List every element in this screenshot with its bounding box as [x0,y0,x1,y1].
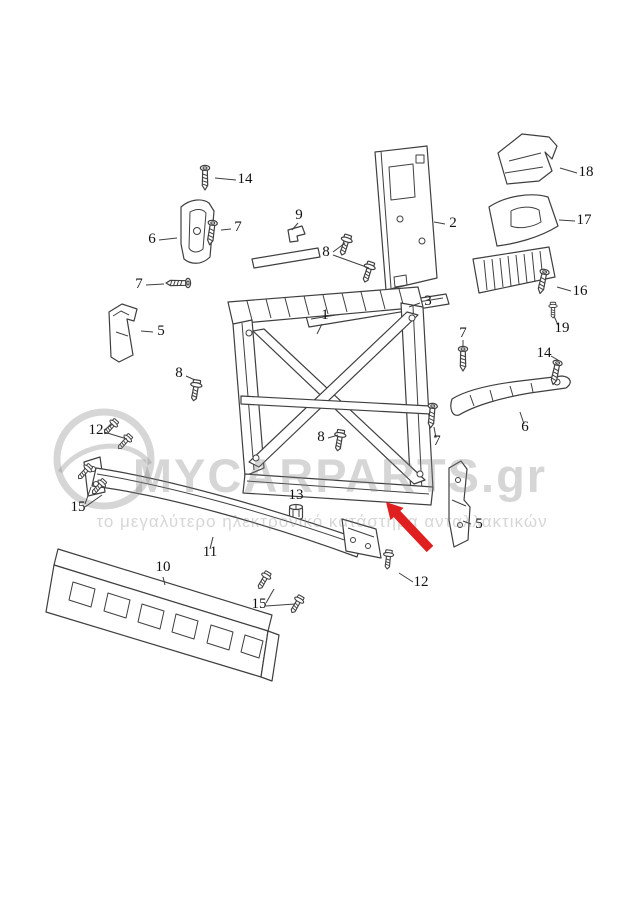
part-label-14-top: 14 [238,171,254,187]
part-17-cover [472,194,559,294]
leader-line [553,315,559,326]
part-10-crash-beam [45,548,280,682]
part-label-13: 13 [289,487,304,503]
part-label-8-mid-left: 8 [175,365,183,381]
leader-line [162,576,166,586]
part-label-7-upper-left: 7 [234,219,242,235]
leader-line [291,222,299,231]
part-label-1: 1 [321,307,329,323]
part-label-9: 9 [295,207,303,223]
leader-line [84,494,103,508]
part-label-8-center: 8 [317,429,325,445]
leader-line [316,323,323,335]
part-label-15-left: 15 [71,499,86,515]
watermark-text: MYCARPARTS.gr [133,449,547,502]
leader-line [332,242,346,253]
leader-line [84,486,92,505]
part-label-16: 16 [573,283,589,299]
leader-line [185,375,196,381]
leader-line [558,219,576,222]
leader-line [145,283,165,286]
leader-lines [84,167,578,607]
part-label-10: 10 [156,559,171,575]
part-18-air-duct-cover [497,133,558,185]
leader-line [408,302,421,308]
part-1-radiator-support-frame [227,247,434,506]
part-11-impact-bar-upper [83,456,382,559]
part-9-clip [287,225,306,243]
leader-line [550,355,559,361]
leader-line [519,411,525,425]
part-label-5-left: 5 [157,323,165,339]
part-6-bracket-left [180,199,215,264]
watermark-logo-icon [53,408,155,510]
part-label-6-left: 6 [148,231,156,247]
bolt-icon-19 [548,301,558,319]
watermark-logo-swoosh-icon [57,443,153,474]
watermark-subtext: το μεγαλύτερο ηλεκτρονικό κατάστημα αντα… [96,512,547,531]
leader-line [327,434,339,439]
leader-line [433,221,446,225]
part-2-mounting-plate [374,145,438,291]
bolt-icon-8-mid-left [187,378,204,403]
part-label-5-right: 5 [475,516,483,532]
leader-line [462,520,472,525]
part-label-11: 11 [203,544,217,560]
part-5-bracket-right [448,460,471,548]
part-label-7-left: 7 [135,276,143,292]
part-label-3: 3 [424,293,432,309]
part-label-19: 19 [555,320,570,336]
watermark: MYCARPARTS.gr το μεγαλύτερο ηλεκτρονικό … [53,408,547,531]
bolt-icon-15-bottom-a [254,569,274,592]
leader-line [398,572,414,583]
part-label-18: 18 [579,164,594,180]
part-label-15-bottom: 15 [252,596,267,612]
leader-line [214,177,237,181]
screw-icon-7-left [165,277,192,289]
part-label-7-right-top: 7 [459,325,467,341]
part-label-7-right-lower: 7 [433,433,441,449]
leader-line [220,228,232,231]
screw-icon-7-right-top [457,345,469,372]
leader-line [158,237,178,241]
part-label-12-right: 12 [414,574,429,590]
leader-line [433,426,437,439]
screw-icon-14-top [199,164,211,191]
leader-line [103,431,128,440]
bolt-icon-8-top-a [335,232,355,258]
part-5-bracket-left [108,303,138,363]
leader-line [332,254,370,269]
part-label-2: 2 [449,215,457,231]
leader-line [103,423,114,431]
leader-line [556,286,572,292]
leader-line [140,330,154,333]
part-label-12-left: 12 [89,422,104,438]
part-label-6-right: 6 [521,419,529,435]
part-6-support-arm-right [450,375,571,416]
leader-line [209,536,214,550]
red-pointer-arrow-icon [386,502,434,553]
leader-line [265,603,296,607]
callout-labels: 14 7 6 7 5 9 8 2 18 17 16 19 3 1 7 14 6 … [71,164,594,612]
part-label-8-top: 8 [322,244,330,260]
leader-line [559,167,578,174]
bolt-icon-12-right [381,549,395,570]
bolt-icon-8-top-b [358,259,378,285]
part-label-17: 17 [577,212,593,228]
part-13-grommet [288,503,304,520]
leader-line [265,588,275,604]
part-label-14-right: 14 [537,345,553,361]
